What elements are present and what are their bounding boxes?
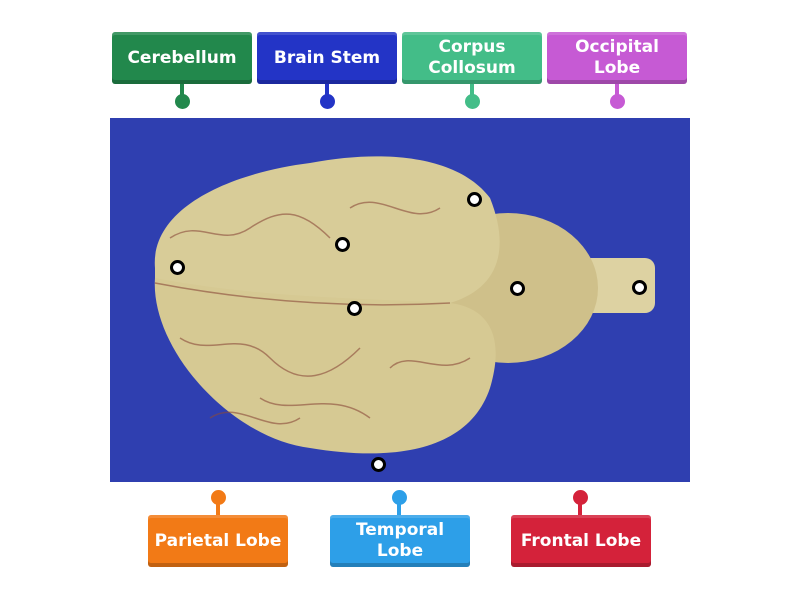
label-text: Cerebellum	[127, 47, 237, 68]
pin-stem	[397, 501, 401, 515]
pin-dot	[465, 94, 480, 109]
label-temporal-lobe[interactable]: Temporal Lobe	[330, 515, 470, 567]
label-brain-stem[interactable]: Brain Stem	[257, 32, 397, 84]
label-parietal-lobe[interactable]: Parietal Lobe	[148, 515, 288, 567]
label-text: Brain Stem	[273, 47, 381, 68]
label-frontal-lobe[interactable]: Frontal Lobe	[511, 515, 651, 567]
hotspot-2[interactable]	[335, 237, 350, 252]
pin-dot	[320, 94, 335, 109]
label-text: Temporal Lobe	[355, 520, 445, 561]
label-text: Parietal Lobe	[154, 530, 282, 551]
hotspot-6[interactable]	[632, 280, 647, 295]
hotspot-3[interactable]	[467, 192, 482, 207]
pin-dot	[610, 94, 625, 109]
brain-illustration	[110, 118, 690, 482]
pin-stem	[325, 84, 329, 98]
label-text: Occipital Lobe	[575, 37, 659, 78]
pin-dot	[392, 490, 407, 505]
label-text: Frontal Lobe	[520, 530, 642, 551]
brain-image	[110, 118, 690, 482]
label-corpus-collosum[interactable]: Corpus Collosum	[402, 32, 542, 84]
pin-stem	[470, 84, 474, 98]
pin-dot	[175, 94, 190, 109]
hotspot-7[interactable]	[371, 457, 386, 472]
hotspot-5[interactable]	[510, 281, 525, 296]
pin-stem	[216, 501, 220, 515]
label-cerebellum[interactable]: Cerebellum	[112, 32, 252, 84]
pin-dot	[573, 490, 588, 505]
label-occipital-lobe[interactable]: Occipital Lobe	[547, 32, 687, 84]
pin-stem	[578, 501, 582, 515]
pin-stem	[180, 84, 184, 98]
label-text: Corpus Collosum	[428, 37, 516, 78]
hotspot-4[interactable]	[347, 301, 362, 316]
pin-stem	[615, 84, 619, 98]
pin-dot	[211, 490, 226, 505]
hotspot-1[interactable]	[170, 260, 185, 275]
